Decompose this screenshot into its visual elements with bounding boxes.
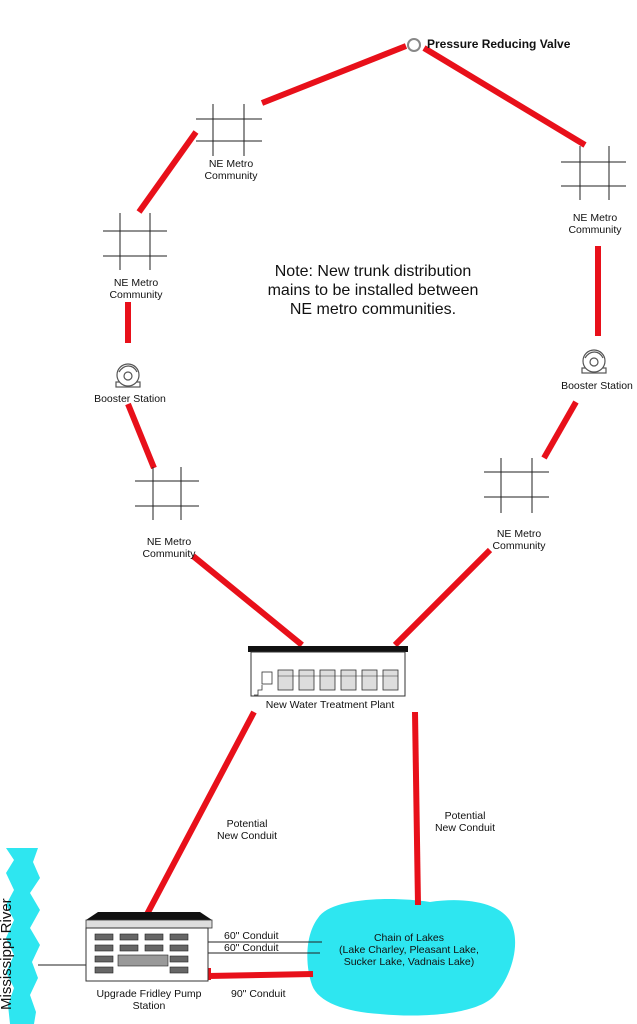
main-prv-left [260, 43, 408, 106]
community-icon-upper-right [561, 146, 626, 200]
prv-label: Pressure Reducing Valve [427, 37, 571, 51]
booster-station-icon-right [581, 349, 607, 374]
conduit-90-line [207, 971, 314, 979]
community-icon-lower-right [484, 458, 549, 513]
pump-station-icon [85, 912, 213, 982]
community-label-text: NE Metro Community [142, 536, 196, 560]
main-lr-wtp [392, 547, 493, 648]
wtp-label: New Water Treatment Plant [265, 699, 395, 711]
community-label-lower-left: NE Metro Community [130, 536, 208, 560]
pump-station-label: Upgrade Fridley Pump Station [96, 988, 202, 1012]
note-text: Note: New trunk distribution mains to be… [267, 263, 479, 318]
booster-label-right: Booster Station [552, 380, 637, 392]
community-label-upper-right: NE Metro Community [556, 212, 634, 236]
community-label-lower-right: NE Metro Community [478, 528, 560, 552]
mississippi-river-shape [6, 848, 40, 1024]
conduit-60a-label: 60" Conduit [224, 930, 279, 942]
main-prv-right [422, 45, 587, 148]
water-treatment-plant-icon [248, 646, 408, 697]
main-booster-ll [125, 402, 157, 470]
community-label-text: NE Metro Community [568, 212, 622, 236]
conduit-90-label: 90" Conduit [231, 988, 286, 1000]
river-label: Mississippi River [0, 898, 15, 1010]
thin-conduits [38, 941, 322, 966]
community-label-text: NE Metro Community [492, 528, 546, 552]
main-booster-lr [541, 400, 579, 460]
main-ll-wtp [191, 553, 304, 648]
community-label-upper-left: NE Metro Community [196, 158, 266, 182]
trunk-mains [125, 43, 601, 980]
conduit-left-label: Potential New Conduit [216, 818, 278, 842]
conduit-wtp-lakes [412, 711, 421, 906]
community-label-mid-left: NE Metro Community [97, 277, 175, 301]
conduit-right-label: Potential New Conduit [434, 810, 496, 834]
conduit-wtp-pump [142, 710, 257, 920]
conduit-60b-label: 60" Conduit [224, 942, 279, 954]
community-icon-lower-left [135, 467, 199, 520]
booster-label-text: Booster Station [94, 393, 166, 405]
booster-label-left: Booster Station [76, 393, 184, 405]
community-label-text: NE Metro Community [204, 158, 258, 182]
main-ul-ml [136, 130, 199, 214]
booster-label-text: Booster Station [561, 380, 633, 392]
pressure-reducing-valve-icon [407, 38, 421, 52]
chain-of-lakes-shape [307, 899, 516, 1016]
community-label-text: NE Metro Community [109, 277, 163, 301]
community-icon-upper-left [196, 104, 262, 156]
community-icon-mid-left [103, 213, 167, 270]
booster-station-icon-left [115, 363, 141, 388]
lakes-label: Chain of Lakes (Lake Charley, Pleasant L… [339, 932, 479, 968]
